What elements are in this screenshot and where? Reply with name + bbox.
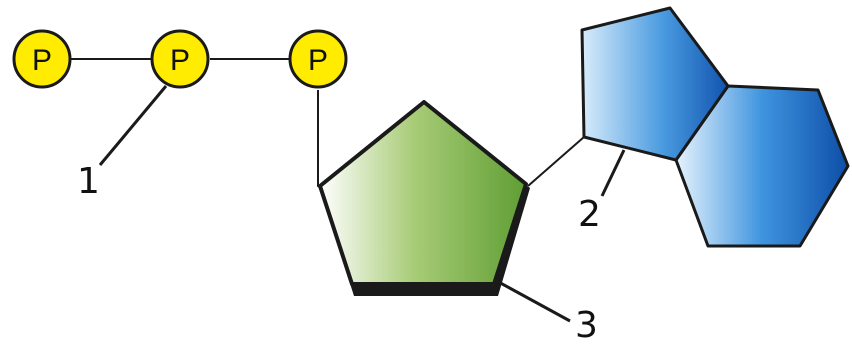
base-pentagon — [580, 6, 730, 162]
phosphate-circle — [150, 29, 210, 89]
phosphate-sugar-bond — [317, 90, 325, 191]
phosphate-label: P — [170, 44, 190, 77]
callout-2-label: 2 — [578, 194, 601, 235]
phosphate-circle — [12, 29, 72, 89]
sugar-ring — [318, 100, 530, 296]
phosphate-group-1: P — [12, 29, 72, 89]
callout-1-label: 1 — [77, 161, 100, 202]
sugar-base-bond — [527, 136, 585, 187]
nitrogenous-base — [580, 6, 850, 248]
callout-1-leader — [98, 85, 168, 166]
phosphate-circle — [288, 29, 348, 89]
phosphate-label: P — [308, 44, 328, 77]
phosphate-group-3: P — [288, 29, 348, 89]
callout-3-label: 3 — [575, 305, 598, 345]
phosphate-group-2: P — [150, 29, 210, 89]
sugar-pentagon — [318, 100, 528, 286]
callout-3-leader — [494, 278, 571, 323]
phosphate-label: P — [32, 44, 52, 77]
callout-2-leader — [600, 149, 626, 197]
